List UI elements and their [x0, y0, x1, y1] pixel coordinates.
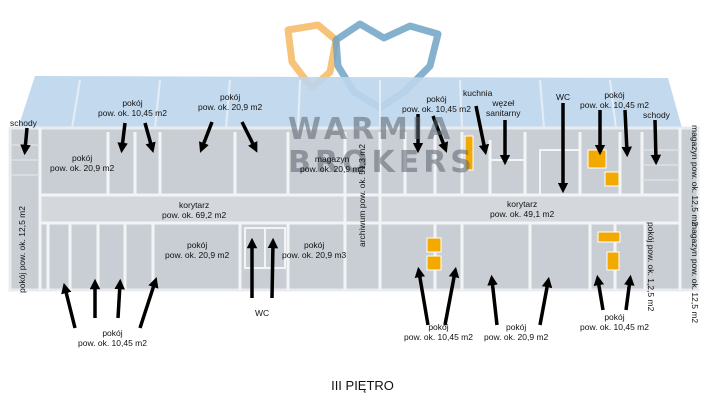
label-kuchnia: kuchnia: [463, 88, 493, 98]
label-room-left-125: pokój pow. ok. 12,5 m2: [17, 206, 27, 293]
corridor-left: [40, 195, 345, 223]
label-room-right-125: pokój pow. ok. 1,2,5 m2: [646, 222, 656, 312]
label-archiwum: archiwum pow. ok. 51,3 m2: [357, 143, 367, 247]
label-schody-right: schody: [643, 110, 670, 120]
label-wc-top: WC: [556, 92, 571, 102]
label-magazyn-right-top: magazyn pow. ok. 12,5 m2: [690, 125, 700, 227]
label-magazyn-right-bottom: magazyn pow. ok. 12,5 m2: [690, 222, 700, 324]
watermark-line2: BROKERS: [288, 145, 476, 180]
corridor-right: [380, 195, 680, 223]
glass-facade: [18, 76, 682, 128]
pointer-arrows: [20, 103, 662, 329]
label-schody-left: schody: [10, 118, 37, 128]
floor-title: III PIĘTRO: [331, 378, 394, 393]
label-wc-bottom: WC: [255, 308, 270, 318]
watermark-line1: WARMIA: [288, 112, 455, 147]
